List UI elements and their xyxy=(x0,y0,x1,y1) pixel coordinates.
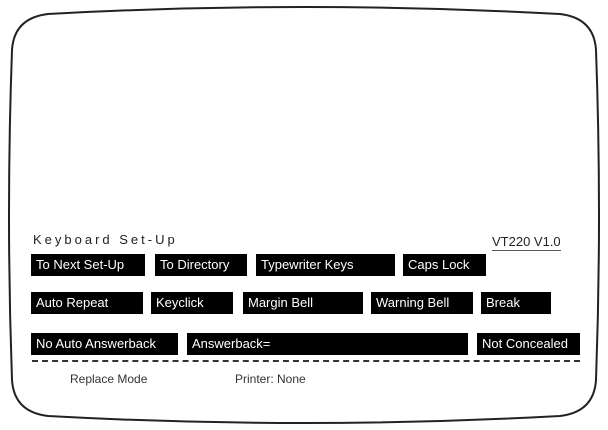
break-button[interactable]: Break xyxy=(481,292,551,314)
printer-status: Printer: None xyxy=(235,372,306,386)
answerback-field[interactable]: Answerback= xyxy=(187,333,468,355)
crt-screen-outline xyxy=(8,6,600,424)
status-separator xyxy=(32,360,580,362)
margin-bell-button[interactable]: Margin Bell xyxy=(243,292,363,314)
auto-repeat-button[interactable]: Auto Repeat xyxy=(31,292,143,314)
to-next-setup-button[interactable]: To Next Set-Up xyxy=(31,254,145,276)
crt-screen-frame xyxy=(8,6,600,424)
to-directory-button[interactable]: To Directory xyxy=(155,254,247,276)
keyclick-button[interactable]: Keyclick xyxy=(151,292,233,314)
replace-mode-indicator: Replace Mode xyxy=(70,372,148,386)
caps-lock-button[interactable]: Caps Lock xyxy=(403,254,486,276)
concealed-button[interactable]: Not Concealed xyxy=(477,333,580,355)
terminal-version: VT220 V1.0 xyxy=(492,234,561,251)
warning-bell-button[interactable]: Warning Bell xyxy=(371,292,473,314)
typewriter-keys-button[interactable]: Typewriter Keys xyxy=(256,254,395,276)
auto-answerback-button[interactable]: No Auto Answerback xyxy=(31,333,178,355)
setup-screen-title: Keyboard Set-Up xyxy=(33,232,178,247)
